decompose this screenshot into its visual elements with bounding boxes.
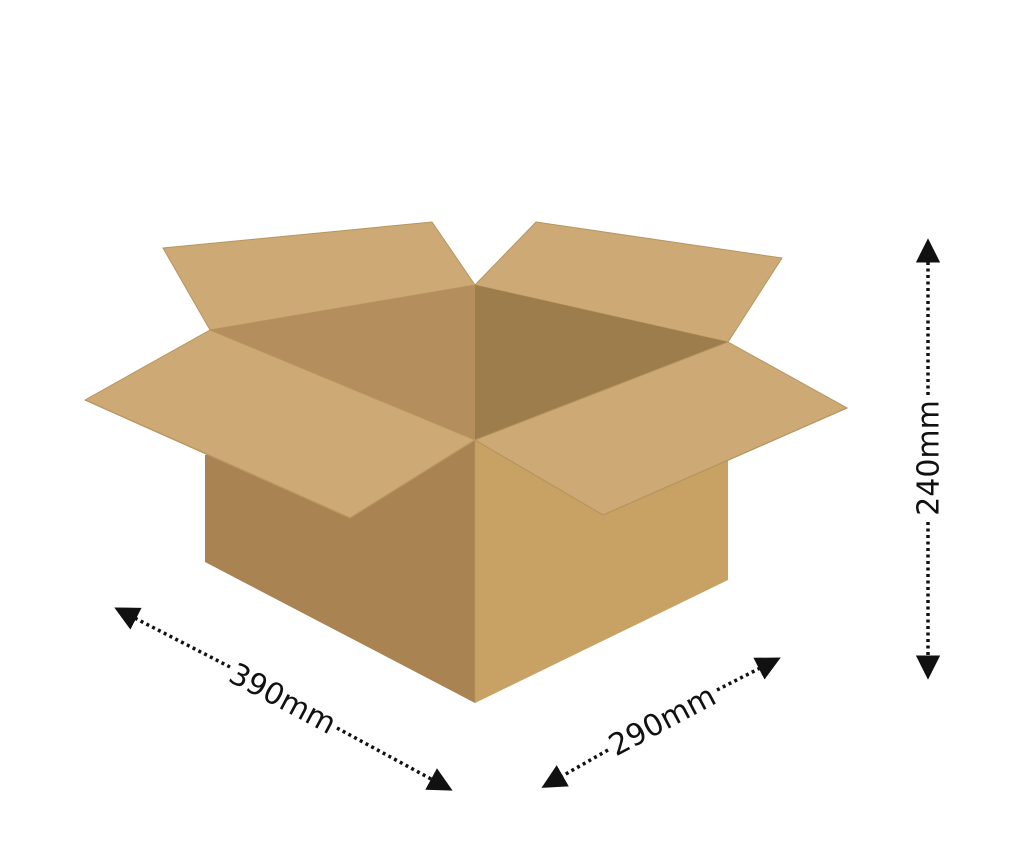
dimension-width: 290mm	[541, 657, 781, 788]
box-side-right	[475, 440, 728, 703]
box-inside-back-left	[210, 285, 475, 440]
dimension-width-arrow-right	[716, 657, 781, 692]
box-inside-back-right	[475, 285, 728, 440]
box-side-left	[205, 440, 475, 703]
dimension-length-label: 390mm	[223, 657, 342, 742]
dimension-width-arrow-left	[541, 748, 609, 788]
dimension-height-label: 240mm	[912, 400, 947, 516]
dimension-length-arrow-upper	[114, 607, 231, 669]
dimension-height: 240mm	[912, 238, 947, 680]
dimension-length-arrow-lower	[336, 726, 453, 791]
dimension-width-label: 290mm	[603, 679, 722, 764]
cardboard-box-icon	[83, 221, 849, 703]
